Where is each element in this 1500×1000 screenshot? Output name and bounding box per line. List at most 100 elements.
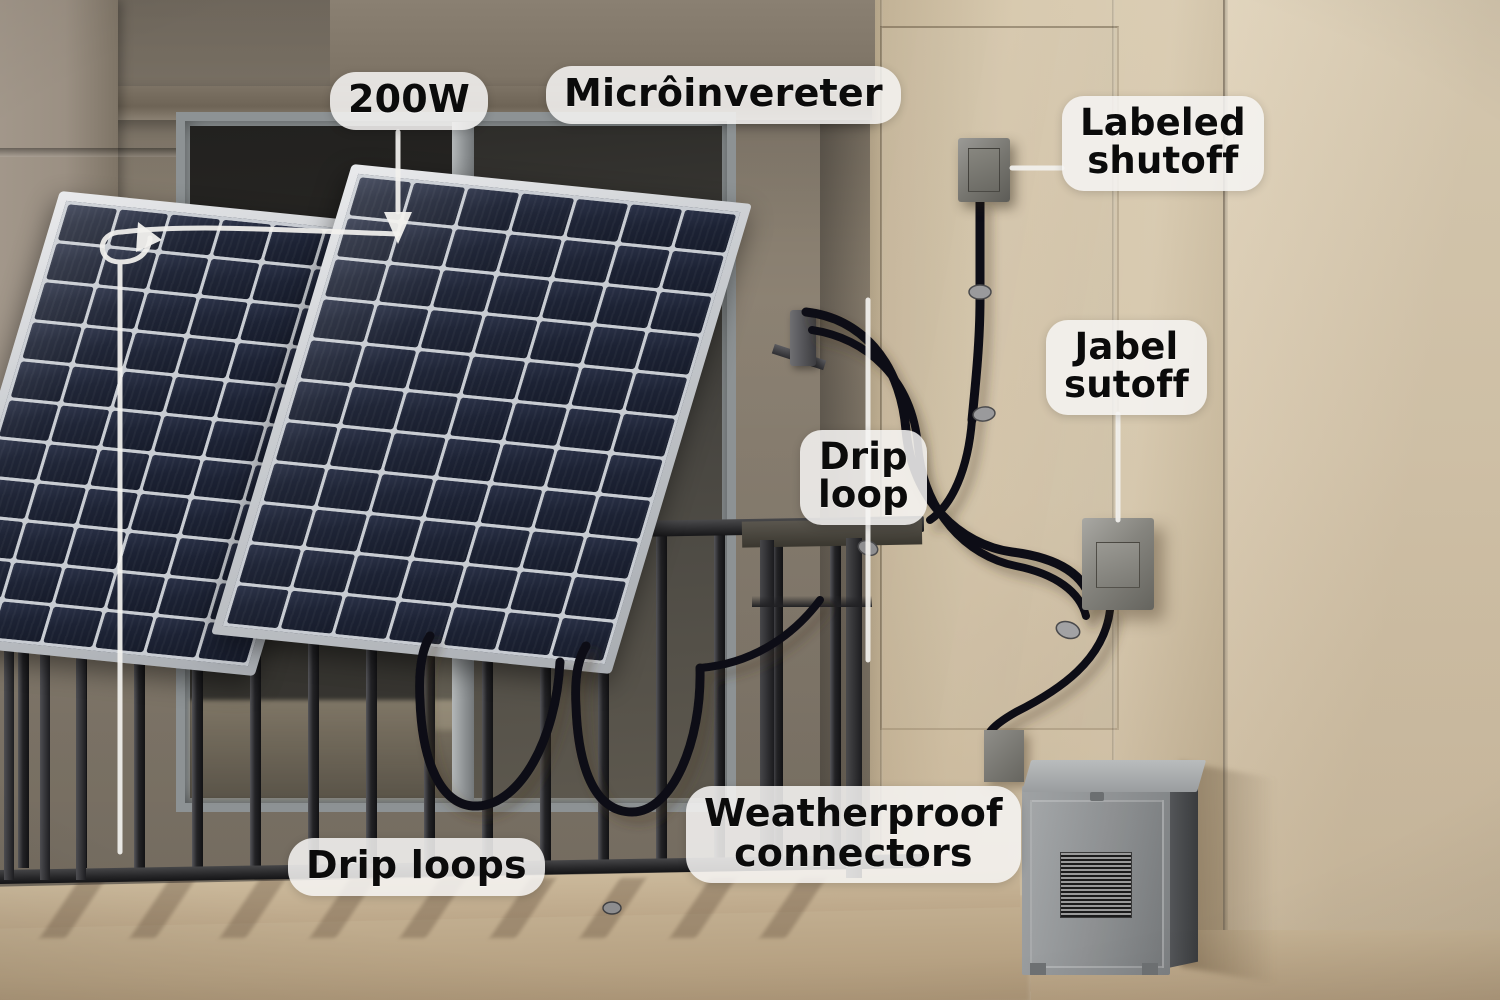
solar-cell: [673, 209, 737, 253]
cabinet-handle: [1090, 792, 1104, 801]
solar-cell: [511, 193, 574, 237]
callout-200w[interactable]: 200W: [330, 72, 489, 130]
solar-cell: [109, 209, 169, 251]
solar-cell: [619, 204, 683, 248]
solar-cell: [565, 198, 629, 242]
solar-cell: [378, 264, 442, 308]
solar-cell: [188, 298, 248, 340]
solar-cell: [212, 219, 272, 261]
solar-cell: [216, 381, 276, 423]
solar-cell: [492, 443, 555, 487]
solar-cell: [94, 611, 154, 653]
callout-drip-loops[interactable]: Drip loops: [288, 838, 545, 896]
solar-cell: [169, 538, 229, 580]
solar-cell: [432, 269, 496, 313]
solar-cell: [200, 258, 260, 300]
cabinet-side-panel: [1168, 785, 1198, 968]
solar-cell: [26, 483, 87, 525]
solar-cell: [389, 601, 452, 645]
wall-bright-column: [1225, 0, 1500, 1000]
solar-cell: [101, 410, 162, 452]
solar-cell: [383, 432, 447, 476]
solar-cell: [165, 376, 225, 418]
facade-trim-band: [0, 148, 300, 157]
solar-cell: [118, 533, 178, 575]
solar-cell: [181, 499, 241, 541]
solar-cell: [336, 218, 400, 261]
solar-cell: [347, 555, 410, 599]
solar-cell: [275, 422, 339, 466]
solar-cell: [0, 400, 59, 442]
solar-cell: [34, 282, 94, 324]
shutoff-box-upper: [958, 138, 1010, 202]
shutoff-box-lower: [1082, 518, 1154, 610]
solar-cell: [15, 522, 75, 564]
solar-cell: [509, 571, 573, 615]
solar-cell: [341, 386, 405, 430]
solar-cell: [106, 572, 166, 614]
solar-cell: [125, 332, 185, 374]
callout-drip-loop[interactable]: Drip loop: [800, 430, 927, 525]
solar-cell: [462, 356, 525, 400]
solar-cell: [546, 449, 609, 493]
solar-cell: [575, 536, 639, 580]
cabinet-door: [1030, 800, 1164, 968]
callout-labeled-shutoff[interactable]: Labeled shutoff: [1062, 96, 1264, 191]
solar-cell: [50, 405, 110, 447]
solar-cell: [570, 367, 634, 411]
solar-cell: [349, 177, 412, 221]
solar-cell: [366, 305, 429, 348]
cabinet-vent-grille: [1060, 852, 1132, 918]
railing-baluster: [830, 528, 841, 868]
solar-cell: [176, 337, 237, 379]
solar-cell: [467, 525, 531, 569]
solar-cell: [504, 402, 567, 446]
solar-cell: [403, 182, 466, 226]
solar-cell: [228, 342, 288, 384]
solar-cell: [312, 299, 375, 343]
solar-cell: [3, 561, 63, 604]
cabinet-top-panel: [1022, 760, 1207, 792]
solar-cell: [287, 381, 351, 425]
railing-return-baluster: [40, 500, 50, 880]
solar-cell: [141, 454, 201, 496]
solar-cell: [329, 427, 393, 471]
solar-cell: [300, 340, 363, 384]
solar-cell: [607, 245, 670, 289]
solar-cell: [612, 413, 676, 457]
railing-return-baluster: [4, 500, 14, 880]
solar-cell: [600, 454, 663, 498]
callout-jabel-sutoff[interactable]: Jabel sutoff: [1046, 320, 1207, 415]
solar-cell: [160, 214, 220, 256]
solar-cell: [157, 577, 218, 619]
solar-cell: [263, 224, 323, 266]
solar-cell: [371, 473, 435, 517]
solar-cell: [38, 444, 98, 486]
solar-cell: [438, 438, 501, 482]
railing-baluster: [134, 528, 145, 868]
solar-cell: [479, 484, 543, 528]
solar-cell: [66, 527, 126, 569]
solar-cell: [251, 503, 314, 547]
cabinet-foot: [1142, 963, 1158, 975]
solar-cell: [474, 315, 538, 359]
solar-cell: [90, 449, 150, 491]
solar-cell: [0, 439, 47, 481]
junction-box-small: [984, 730, 1024, 782]
solar-cell: [62, 366, 122, 408]
solar-cell: [521, 530, 585, 574]
solar-cell: [359, 514, 422, 558]
solar-cell: [551, 617, 614, 661]
solar-cell: [354, 345, 417, 389]
callout-microinverter[interactable]: Micrôinvereter: [546, 66, 901, 124]
solar-cell: [193, 459, 253, 501]
solar-cell: [113, 371, 173, 413]
solar-cell: [528, 321, 592, 365]
solar-cell: [305, 509, 368, 553]
solar-cell: [516, 362, 580, 406]
callout-weatherproof-connectors[interactable]: Weatherproof connectors: [686, 786, 1021, 884]
solar-cell: [129, 493, 190, 535]
solar-cell: [204, 420, 265, 462]
solar-cell: [57, 204, 117, 246]
